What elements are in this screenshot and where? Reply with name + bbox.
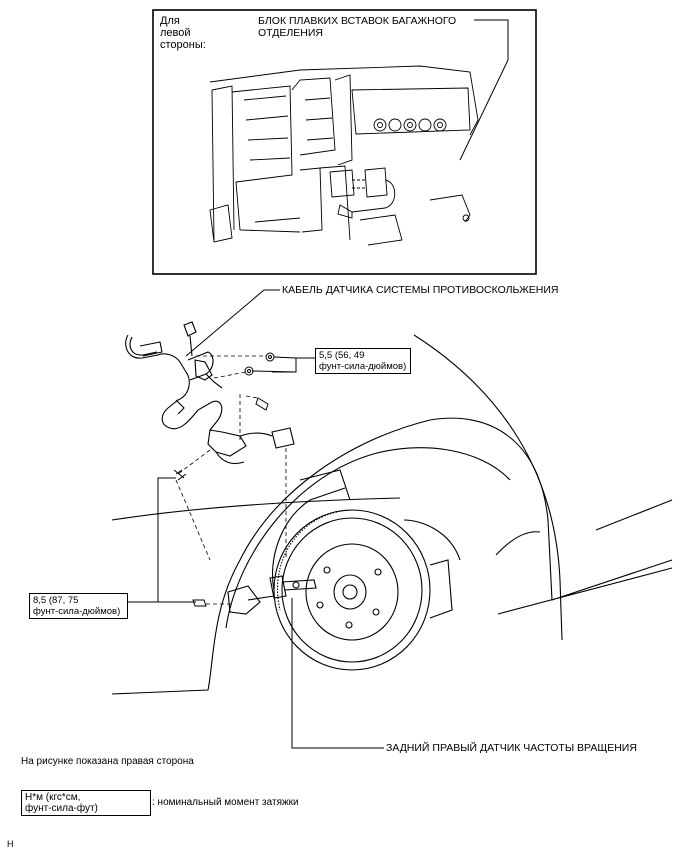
legend-box: Н*м (кгс*см, фунт-сила-фут) — [21, 790, 151, 816]
assembly-dashed-lines — [175, 355, 287, 605]
corner-mark: H — [7, 839, 14, 849]
fuse-block-leader — [459, 19, 509, 161]
inset-frame — [152, 9, 537, 275]
side-note: На рисунке показана правая сторона — [21, 756, 194, 767]
speed-sensor-drawing — [269, 575, 317, 599]
fuse-block-label: БЛОК ПЛАВКИХ ВСТАВОК БАГАЖНОГО ОТДЕЛЕНИЯ — [258, 15, 457, 39]
inset-side-label: Для левой стороны: — [160, 15, 206, 51]
fasteners — [173, 352, 275, 607]
harness-label: КАБЕЛЬ ДАТЧИКА СИСТЕМЫ ПРОТИВОСКОЛЬЖЕНИЯ — [282, 284, 559, 296]
torque-upper-box: 5,5 (56, 49 фунт-сила-дюймов) — [315, 348, 411, 374]
brake-rotor-drawing — [227, 469, 461, 671]
inset-fuse-block-drawing — [209, 65, 479, 246]
callout-leaders — [126, 289, 384, 749]
sensor-label: ЗАДНИЙ ПРАВЫЙ ДАТЧИК ЧАСТОТЫ ВРАЩЕНИЯ — [386, 742, 637, 754]
vehicle-body-drawing — [111, 334, 673, 695]
torque-lower-box: 8,5 (87, 75 фунт-сила-дюймов) — [29, 593, 128, 619]
wire-harness-drawing — [125, 321, 295, 465]
legend-text: : номинальный момент затяжки — [152, 797, 299, 808]
